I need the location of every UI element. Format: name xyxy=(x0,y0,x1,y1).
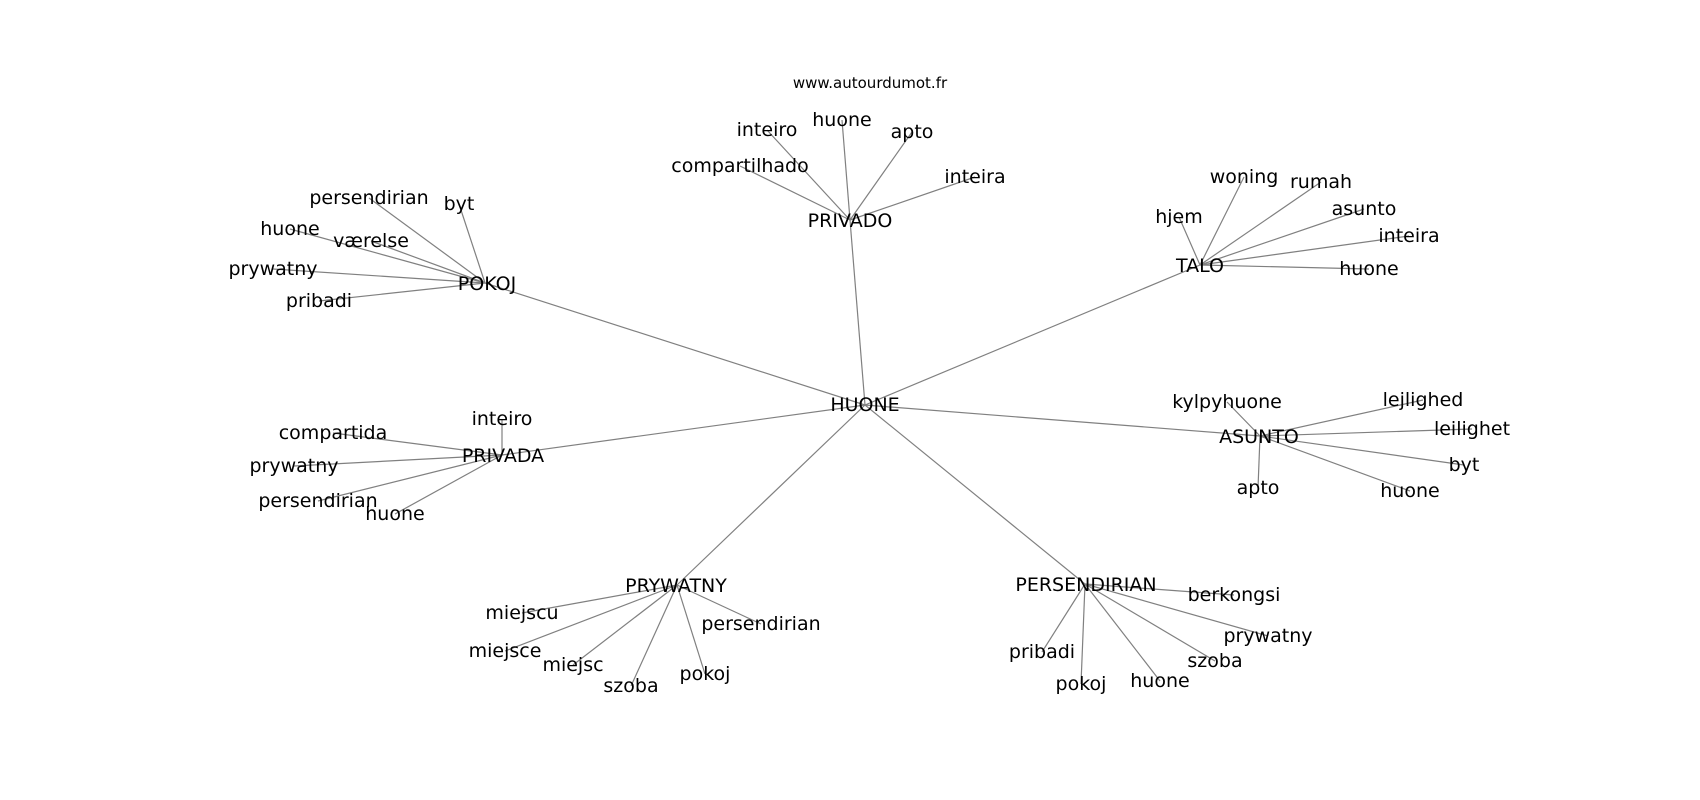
leaf-node-label: miejscu xyxy=(485,602,558,624)
hub-node-label: PRIVADO xyxy=(808,210,893,232)
leaf-edge xyxy=(1080,583,1086,685)
leaf-node-label: apto xyxy=(891,121,934,143)
leaf-node-label: huone xyxy=(365,503,424,525)
site-watermark: www.autourdumot.fr xyxy=(793,74,948,92)
leaf-edge xyxy=(1259,435,1465,466)
leaf-node-label: compartilhado xyxy=(671,155,808,177)
leaf-edge xyxy=(766,129,851,221)
hub-node-label: POKOJ xyxy=(458,273,516,295)
hub-node-label: ASUNTO xyxy=(1219,426,1299,448)
leaf-edge xyxy=(849,176,976,221)
leaf-edge xyxy=(841,119,851,221)
leaf-edge xyxy=(630,584,678,687)
leaf-edge xyxy=(368,197,486,284)
leaf-node-label: byt xyxy=(444,193,475,215)
leaf-edge xyxy=(317,454,503,502)
leaf-node-label: prywatny xyxy=(249,455,338,477)
leaf-node-label: miejsce xyxy=(469,640,542,662)
leaf-edge xyxy=(272,268,486,284)
leaf-node-label: leilighet xyxy=(1434,418,1510,440)
graph-labels: www.autourdumot.fr HUONE PRIVADO inteiro h… xyxy=(228,74,1510,697)
leaf-edge xyxy=(1199,235,1410,266)
leaf-node-label: prywatny xyxy=(228,258,317,280)
leaf-edge xyxy=(1259,399,1424,437)
leaf-edge xyxy=(1084,583,1161,682)
leaf-node-label: berkongsi xyxy=(1188,584,1281,606)
leaf-edge xyxy=(289,228,486,284)
hub-node-label: TALO xyxy=(1175,255,1224,277)
leaf-edge xyxy=(370,240,486,284)
center-edge xyxy=(676,404,866,586)
leaf-node-label: inteira xyxy=(1378,225,1439,247)
center-edge xyxy=(864,264,1201,406)
leaf-node-label: persendirian xyxy=(701,613,820,635)
leaf-node-label: inteira xyxy=(944,166,1005,188)
leaf-edge xyxy=(1084,583,1235,596)
leaf-edge xyxy=(332,432,503,456)
leaf-edge xyxy=(504,584,678,652)
leaf-edge xyxy=(1041,583,1086,653)
leaf-edge xyxy=(1257,435,1261,489)
leaf-node-label: rumah xyxy=(1290,171,1352,193)
leaf-node-label: persendirian xyxy=(258,490,377,512)
leaf-node-label: kylpyhuone xyxy=(1172,391,1282,413)
leaf-node-label: huone xyxy=(1380,480,1439,502)
leaf-edge xyxy=(1226,401,1261,437)
leaf-node-label: compartida xyxy=(279,422,388,444)
leaf-edge xyxy=(1199,208,1365,266)
hub-node-label: PERSENDIRIAN xyxy=(1015,574,1156,596)
leaf-edge xyxy=(1259,428,1473,437)
center-edge xyxy=(849,219,866,406)
leaf-edge xyxy=(676,584,706,675)
leaf-edge xyxy=(1259,435,1411,492)
center-edge xyxy=(501,404,866,456)
leaf-node-label: huone xyxy=(1339,258,1398,280)
leaf-node-label: hjem xyxy=(1155,206,1203,228)
hub-node-label: PRIVADA xyxy=(462,445,544,467)
leaf-edge xyxy=(1199,176,1245,266)
leaf-node-label: prywatny xyxy=(1223,625,1312,647)
leaf-node-label: inteiro xyxy=(472,408,533,430)
leaf-edge xyxy=(521,584,678,614)
leaf-edge xyxy=(676,584,762,625)
leaf-edge xyxy=(458,203,486,284)
center-node-label: HUONE xyxy=(830,394,899,416)
leaf-node-label: pribadi xyxy=(1009,641,1075,663)
leaf-node-label: asunto xyxy=(1332,198,1397,220)
leaf-edge xyxy=(739,165,851,221)
leaf-node-label: pribadi xyxy=(286,290,352,312)
center-edge xyxy=(864,404,1261,437)
leaf-edge xyxy=(318,282,486,302)
leaf-edge xyxy=(293,454,503,467)
leaf-node-label: byt xyxy=(1449,454,1480,476)
leaf-node-label: værelse xyxy=(333,230,409,252)
leaf-node-label: woning xyxy=(1210,166,1279,188)
leaf-node-label: miejsc xyxy=(542,654,603,676)
leaf-node-label: lejlighed xyxy=(1383,389,1464,411)
leaf-edge xyxy=(849,131,913,221)
leaf-node-label: szoba xyxy=(1187,650,1242,672)
leaf-edge xyxy=(394,454,503,515)
leaf-node-label: huone xyxy=(1130,670,1189,692)
leaf-edge xyxy=(1199,264,1370,270)
leaf-node-label: pokoj xyxy=(680,663,731,685)
leaf-edge xyxy=(1084,583,1216,662)
leaf-node-label: szoba xyxy=(603,675,658,697)
leaf-node-label: apto xyxy=(1237,477,1280,499)
leaf-edge xyxy=(572,584,678,666)
leaf-node-label: pokoj xyxy=(1056,673,1107,695)
hub-node-label: PRYWATNY xyxy=(625,575,727,597)
leaf-node-label: huone xyxy=(812,109,871,131)
center-edge xyxy=(864,404,1086,585)
center-edge xyxy=(484,282,866,406)
leaf-edge xyxy=(1084,583,1269,637)
leaf-edge xyxy=(1178,216,1201,266)
leaf-node-label: persendirian xyxy=(309,187,428,209)
leaf-node-label: inteiro xyxy=(737,119,798,141)
leaf-edge xyxy=(1199,181,1322,266)
graph-edges xyxy=(272,119,1473,687)
leaf-node-label: huone xyxy=(260,218,319,240)
